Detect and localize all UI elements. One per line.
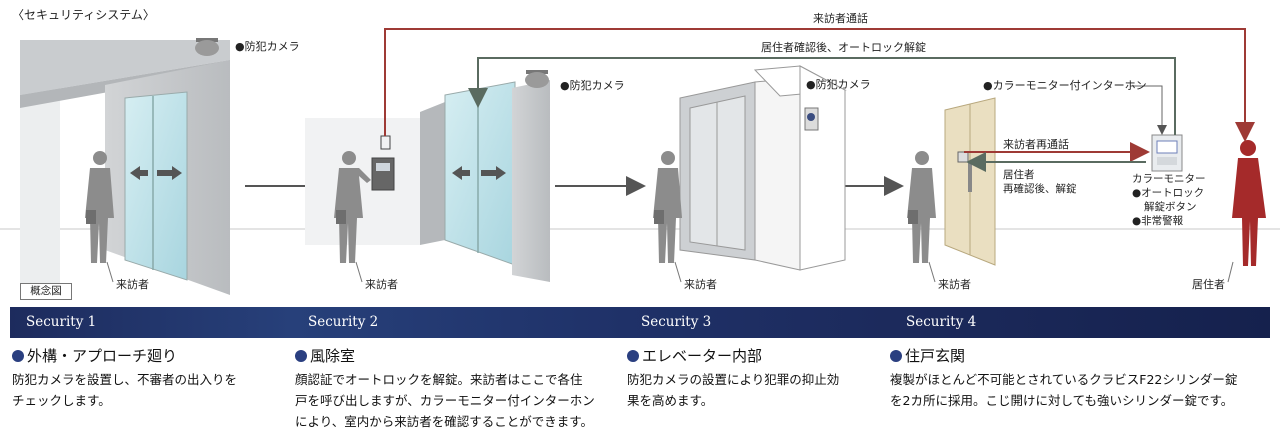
elevator xyxy=(679,65,847,271)
section-4-heading: 住戸玄関 xyxy=(905,347,966,365)
visitor-label-1: 来訪者 xyxy=(116,278,149,291)
intercom-label: ●カラーモニター付インターホン xyxy=(983,79,1147,92)
visitor-label-2: 来訪者 xyxy=(365,278,398,291)
section-2-heading: 風除室 xyxy=(310,347,356,365)
section-1: 外構・アプローチ廻り 防犯カメラを設置し、不審者の出入りを チェックします。 xyxy=(12,346,282,411)
windbreak-room xyxy=(305,80,550,282)
intercom-panel xyxy=(371,157,395,191)
section-4: 住戸玄関 複製がほとんど不可能とされているクラビスF22シリンダー錠 を2カ所に… xyxy=(890,346,1275,411)
recall-label: 来訪者再通話 xyxy=(1003,138,1069,151)
open-arrow-left xyxy=(130,166,148,180)
alarm-label: ●非常警報 xyxy=(1132,215,1184,227)
visitor-figure-1 xyxy=(85,151,114,263)
section-1-line: チェックします。 xyxy=(12,393,111,408)
section-2-line: 戸を呼び出しますが、カラーモニター付インターホン xyxy=(295,393,595,408)
reconfirm-line2: 再確認後、解錠 xyxy=(1003,183,1077,195)
section-3-line: 防犯カメラの設置により犯罪の抑止効 xyxy=(627,372,840,387)
section-2-line: により、室内から来訪者を確認することができます。 xyxy=(295,414,594,429)
security-2-label: Security 2 xyxy=(292,307,625,338)
resident-figure xyxy=(1232,140,1266,266)
security-system-diagram: 〈セキュリティシステム〉 概念図 ●防犯カメラ ●防犯カメラ ●防犯カメラ 来訪… xyxy=(0,8,1280,300)
unlock-line xyxy=(468,57,1176,135)
bullet-dot xyxy=(295,350,307,362)
entrance-building xyxy=(20,40,230,300)
autolock-button-label-1: ●オートロック xyxy=(1132,187,1205,199)
unlock-label: 居住者確認後、オートロック解錠 xyxy=(761,41,926,54)
section-2-line: 顔認証でオートロックを解錠。来訪者はここで各住 xyxy=(295,372,583,387)
bullet-dot xyxy=(890,350,902,362)
camera-label-1: ●防犯カメラ xyxy=(235,40,300,53)
section-3-line: 果を高めます。 xyxy=(627,393,714,408)
visitor-call-line xyxy=(384,28,1255,142)
visitor-label-3: 来訪者 xyxy=(684,278,717,291)
diagram-title: 〈セキュリティシステム〉 xyxy=(12,8,155,22)
intercom-pointer xyxy=(1130,85,1167,135)
residence-door xyxy=(944,97,996,266)
monitor-label: カラーモニター xyxy=(1132,173,1206,185)
bullet-dot xyxy=(627,350,639,362)
security-1-label: Security 1 xyxy=(10,307,292,338)
concept-label: 概念図 xyxy=(20,283,72,300)
autolock-button-label-2: 解錠ボタン xyxy=(1144,201,1197,213)
visitor-figure-2 xyxy=(334,151,371,263)
section-4-line: 複製がほとんど不可能とされているクラビスF22シリンダー錠 xyxy=(890,372,1238,387)
section-1-line: 防犯カメラを設置し、不審者の出入りを xyxy=(12,372,238,387)
section-2: 風除室 顔認証でオートロックを解錠。来訪者はここで各住 戸を呼び出しますが、カラ… xyxy=(295,346,615,432)
diagram-illustration xyxy=(0,28,1280,300)
section-3-heading: エレベーター内部 xyxy=(642,347,763,365)
camera-icon xyxy=(195,38,219,56)
visitor-figure-3 xyxy=(653,151,682,263)
camera-label-2: ●防犯カメラ xyxy=(560,79,625,92)
visitor-figure-4 xyxy=(907,151,936,263)
camera-icon-2 xyxy=(525,70,549,88)
visitor-label-4: 来訪者 xyxy=(938,278,971,291)
color-monitor xyxy=(1151,134,1183,172)
security-4-label: Security 4 xyxy=(890,307,1270,338)
section-3: エレベーター内部 防犯カメラの設置により犯罪の抑止効 果を高めます。 xyxy=(627,346,889,411)
resident-label: 居住者 xyxy=(1192,278,1225,291)
open-arrow-right xyxy=(157,166,182,180)
security-bar: Security 1 Security 2 Security 3 Securit… xyxy=(10,307,1270,338)
camera-label-3: ●防犯カメラ xyxy=(806,78,871,91)
section-1-heading: 外構・アプローチ廻り xyxy=(27,347,178,365)
security-3-label: Security 3 xyxy=(625,307,890,338)
visitor-call-label: 来訪者通話 xyxy=(813,12,868,25)
section-4-line: を2カ所に採用。こじ開けに対しても強いシリンダー錠です。 xyxy=(890,393,1234,408)
reconfirm-line1: 居住者 xyxy=(1003,169,1035,181)
bullet-dot xyxy=(12,350,24,362)
